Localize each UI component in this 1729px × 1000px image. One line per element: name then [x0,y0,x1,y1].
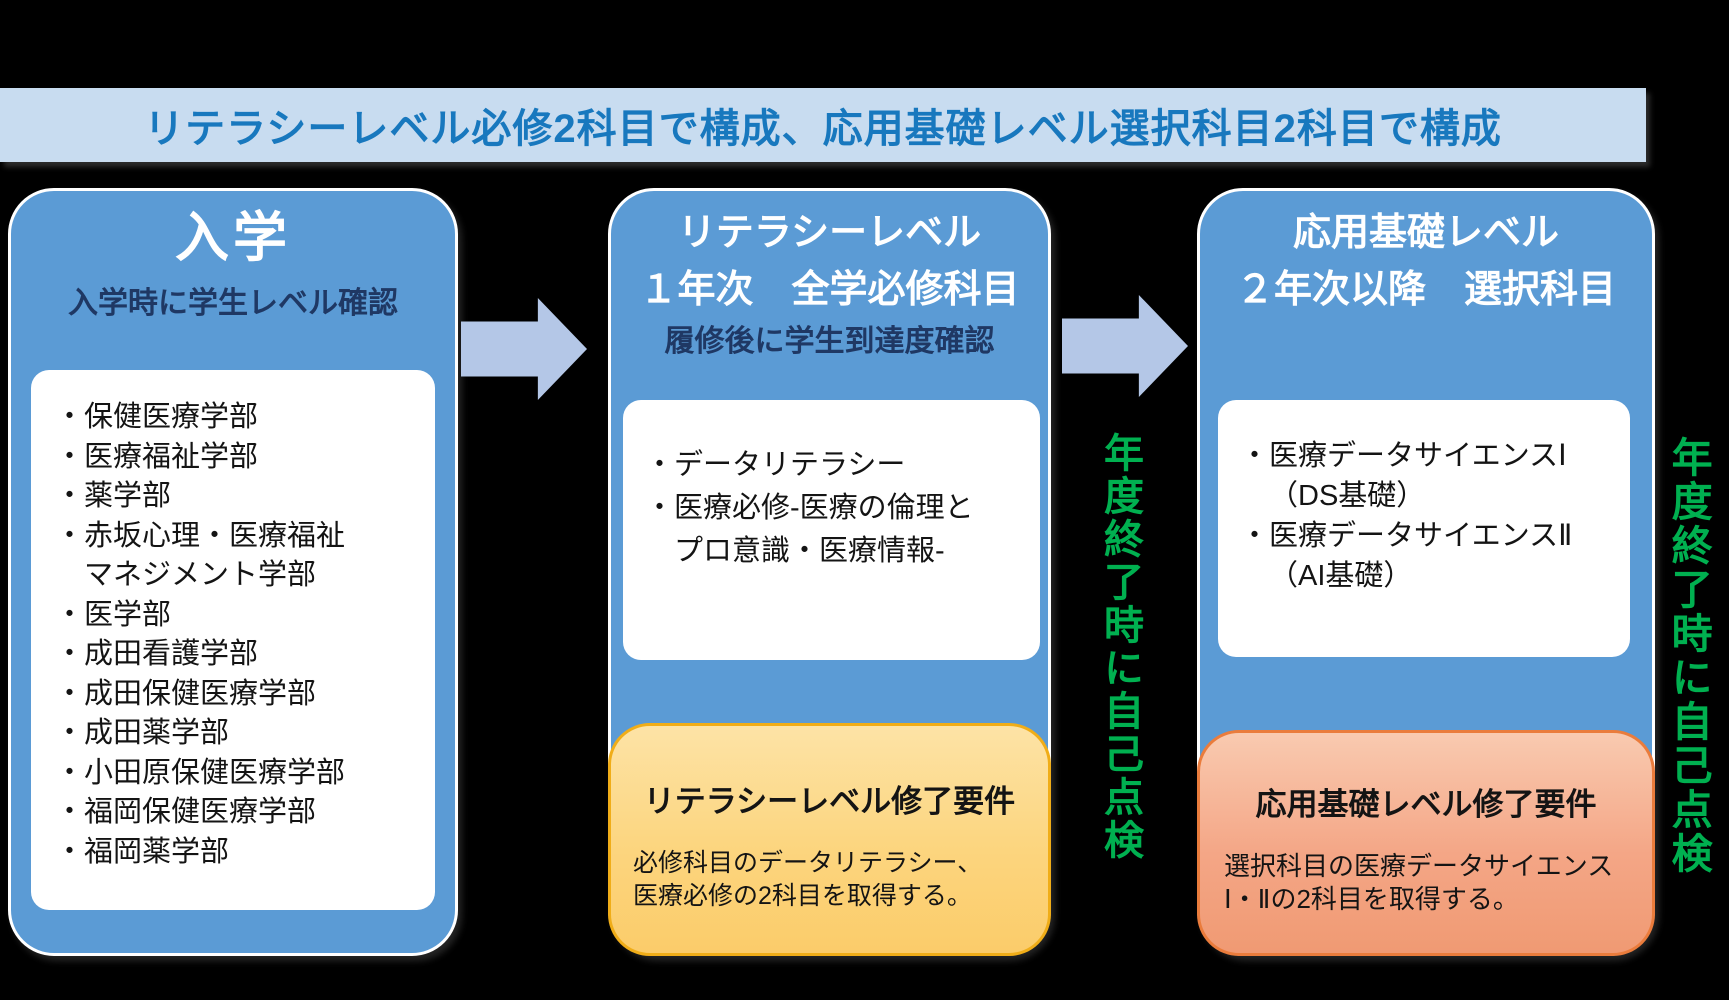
literacy-title-line2: １年次 全学必修科目 [639,269,1020,311]
departments-list: ・保健医療学部 ・医療福祉学部 ・薬学部 ・赤坂心理・医療福祉 マネジメント学部… [31,370,435,872]
list-item: ・医療福祉学部 [55,440,259,473]
list-item: ・医療データサイエンスⅡ （AI基礎） [1240,520,1573,592]
banner: リテラシーレベル必修2科目で構成、応用基礎レベル選択科目2科目で構成 [0,88,1646,162]
list-item: ・保健医療学部 [55,401,259,433]
list-item: ・成田保健医療学部 [55,677,317,710]
literacy-courses-panel: ・データリテラシー ・医療必修-医療の倫理と プロ意識・医療情報- [623,400,1040,660]
list-item: ・成田薬学部 [55,717,230,749]
admission-title: 入学 [175,208,291,268]
applied-courses-panel: ・医療データサイエンスⅠ （DS基礎） ・医療データサイエンスⅡ （AI基礎） [1218,400,1630,657]
admission-box: 入学 入学時に学生レベル確認 ・保健医療学部 ・医療福祉学部 ・薬学部 ・赤坂心… [8,188,458,956]
list-item: ・福岡保健医療学部 [55,796,317,828]
self-check-annotation: 年度終了時に自己点検 [1665,436,1712,876]
applied-title-line1: 応用基礎レベル [1292,212,1559,254]
arrow-right-icon [461,298,587,400]
departments-panel: ・保健医療学部 ・医療福祉学部 ・薬学部 ・赤坂心理・医療福祉 マネジメント学部… [31,370,435,910]
literacy-courses-list: ・データリテラシー ・医療必修-医療の倫理と プロ意識・医療情報- [623,400,1040,573]
arrow-right-icon [1062,295,1188,397]
literacy-requirement-box: リテラシーレベル修了要件 必修科目のデータリテラシー、 医療必修の2科目を取得す… [608,723,1051,956]
list-item: ・医療必修-医療の倫理と プロ意識・医療情報- [645,492,974,567]
applied-requirement-body: 選択科目の医療データサイエンス Ⅰ・Ⅱの2科目を取得する。 [1224,851,1614,914]
literacy-subtitle: 履修後に学生到達度確認 [664,325,995,358]
literacy-title-line1: リテラシーレベル [677,212,982,254]
applied-requirement-box: 応用基礎レベル修了要件 選択科目の医療データサイエンス Ⅰ・Ⅱの2科目を取得する… [1197,730,1655,956]
literacy-requirement-title: リテラシーレベル修了要件 [643,784,1016,819]
list-item: ・医療データサイエンスⅠ （DS基礎） [1240,440,1567,512]
applied-requirement-title: 応用基礎レベル修了要件 [1255,787,1597,822]
banner-text: リテラシーレベル必修2科目で構成、応用基礎レベル選択科目2科目で構成 [144,107,1502,151]
list-item: ・小田原保健医療学部 [55,756,346,789]
list-item: ・成田看護学部 [55,638,259,670]
list-item: ・福岡薬学部 [55,835,230,868]
applied-courses-list: ・医療データサイエンスⅠ （DS基礎） ・医療データサイエンスⅡ （AI基礎） [1218,400,1630,596]
admission-subtitle: 入学時に学生レベル確認 [68,287,398,320]
applied-level-box: 応用基礎レベル ２年次以降 選択科目 ・医療データサイエンスⅠ （DS基礎） ・… [1197,188,1655,956]
self-check-annotation: 年度終了時に自己点検 [1098,432,1142,862]
literacy-level-box: リテラシーレベル １年次 全学必修科目 履修後に学生到達度確認 ・データリテラシ… [608,188,1051,956]
list-item: ・赤坂心理・医療福祉 マネジメント学部 [55,519,346,592]
applied-title-line2: ２年次以降 選択科目 [1235,269,1616,311]
list-item: ・薬学部 [55,480,172,512]
list-item: ・医学部 [55,598,172,631]
list-item: ・データリテラシー [645,449,906,481]
literacy-requirement-body: 必修科目のデータリテラシー、 医療必修の2科目を取得する。 [633,849,983,910]
